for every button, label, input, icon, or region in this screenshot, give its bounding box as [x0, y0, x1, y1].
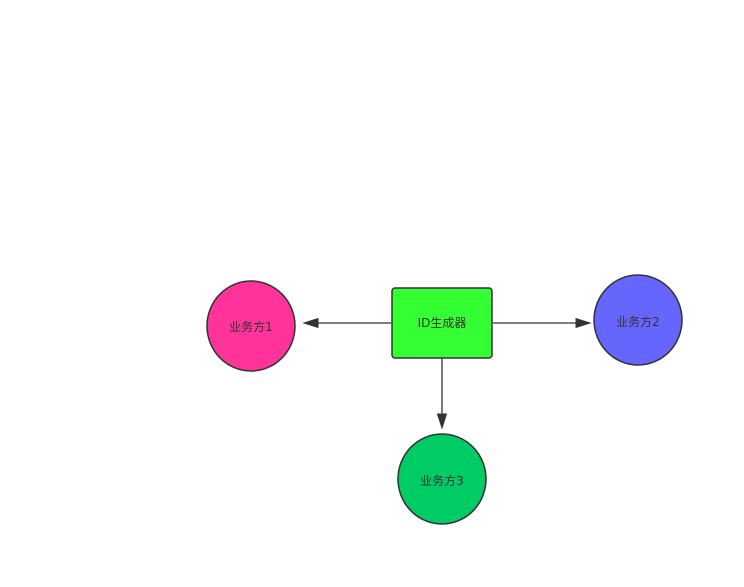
edge-generator-to-party1: [302, 317, 391, 329]
arrowhead-down-icon: [436, 413, 448, 430]
node-party3[interactable]: 业务方3: [397, 433, 487, 525]
party2-circle: [593, 274, 683, 366]
edge-generator-to-party2: [493, 317, 592, 329]
party3-circle: [397, 433, 487, 525]
node-party2[interactable]: 业务方2: [593, 274, 683, 366]
id-generator-box: [391, 287, 493, 359]
arrowhead-left-icon: [302, 317, 319, 329]
party1-circle: [206, 280, 296, 372]
node-id-generator[interactable]: ID生成器: [391, 287, 493, 359]
party3-label: 业务方3: [420, 473, 464, 488]
party1-label: 业务方1: [229, 319, 273, 334]
id-generator-label: ID生成器: [418, 316, 467, 330]
party2-label: 业务方2: [616, 314, 660, 329]
edges: [302, 317, 592, 430]
node-party1[interactable]: 业务方1: [206, 280, 296, 372]
edge-generator-to-party3: [436, 358, 448, 430]
arrowhead-right-icon: [575, 317, 592, 329]
